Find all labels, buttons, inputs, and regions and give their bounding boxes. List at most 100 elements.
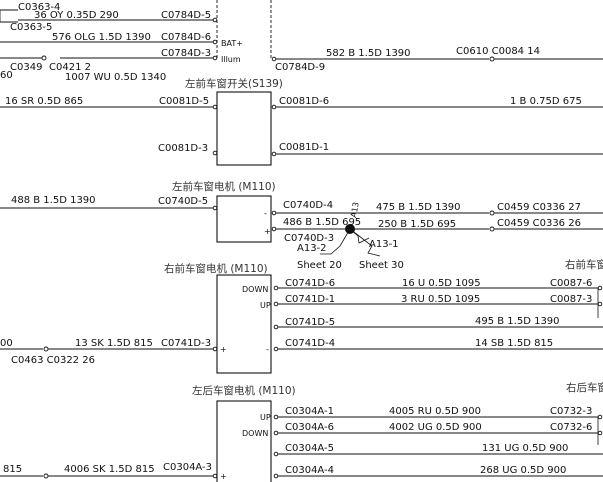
label-wire-14: 14 SB 1.5D 815 [475, 338, 553, 349]
terminal-c0087-3 [597, 301, 603, 307]
label-partial-815: 815 [3, 464, 22, 475]
label-wire-488: 488 B 1.5D 1390 [11, 195, 96, 206]
label-c0363-4: C0363-4 [18, 2, 60, 13]
terminal-c0081d-5 [212, 104, 218, 110]
terminal-c0784d-5 [212, 17, 218, 23]
m110-rl-title: 左后车窗电机 (M110) [192, 384, 296, 397]
connector-c0463-c0322 [43, 346, 49, 352]
label-c0741d-3: C0741D-3 [161, 338, 211, 349]
label-c0741d-1: C0741D-1 [285, 294, 335, 305]
label-c0784d-5: C0784D-5 [161, 10, 211, 21]
label-sheet-30: Sheet 30 [359, 260, 404, 271]
terminal-c0741d-3 [212, 346, 218, 352]
terminal-c0304a-5 [273, 451, 279, 457]
label-sheet-20: Sheet 20 [297, 260, 342, 271]
label-c0463: C0463 C0322 26 [11, 355, 95, 366]
label-wire-1007: 1007 WU 0.5D 1340 [65, 72, 166, 83]
label-c0304a-3: C0304A-3 [163, 462, 212, 473]
label-c0740d-3: C0740D-3 [284, 233, 334, 244]
terminal-c0732-3 [597, 414, 603, 420]
label-c0784d-9: C0784D-9 [275, 62, 325, 73]
m110-fr-minus: - [266, 345, 269, 354]
terminal-c0784d-6 [212, 39, 218, 45]
m110-fl-plus: + [264, 227, 271, 236]
label-c0784d-3: C0784D-3 [161, 48, 211, 59]
label-c0081d-6: C0081D-6 [279, 96, 329, 107]
m110-fr-title: 右前车窗电机 (M110) [164, 262, 268, 275]
m110-fl-minus: - [264, 209, 267, 218]
label-wire-4002: 4002 UG 0.5D 900 [389, 422, 482, 433]
terminal-c0741d-1 [273, 301, 279, 307]
connector-c0459-26 [489, 226, 495, 232]
connector-rear-left [43, 473, 49, 479]
ground-lead-a13-2 [320, 228, 351, 255]
label-c0081d-1: C0081D-1 [279, 142, 329, 153]
m110-rl-body [216, 400, 272, 482]
label-wire-495: 495 B 1.5D 1390 [475, 316, 560, 327]
label-wire-3ru: 3 RU 0.5D 1095 [401, 294, 480, 305]
m110-rl-title-right: 右后车窗 [566, 381, 603, 394]
terminal-c0741d-5 [273, 324, 279, 330]
terminal-c0081d-1 [271, 151, 277, 157]
connector-c0349-c0421 [41, 55, 47, 61]
terminal-c0087-6 [597, 285, 603, 291]
terminal-c0741d-6 [273, 285, 279, 291]
label-c0610: C0610 C0084 14 [456, 46, 540, 57]
label-a13-2: A13-2 [297, 243, 327, 254]
label-c0740d-4: C0740D-4 [283, 200, 333, 211]
label-c0741d-6: C0741D-6 [285, 278, 335, 289]
m110-front-right-motor: 右前车窗电机 (M110) 右前车窗 DOWN UP C0741D-6 16 U… [0, 258, 603, 374]
terminal-c0740d-4 [271, 210, 277, 216]
connector-c0610-c0084 [489, 56, 495, 62]
s139-switch: 左前车窗开关(S139) 16 SR 0.5D 865 C0081D-5 C00… [0, 77, 603, 166]
label-wire-1b: 1 B 0.75D 675 [510, 96, 582, 107]
label-a13-1: A13-1 [369, 239, 399, 250]
m110-rl-plus: + [220, 472, 227, 481]
label-c0421: C0421 2 [49, 62, 91, 73]
label-c0784d-6: C0784D-6 [161, 32, 211, 43]
label-c0087-6: C0087-6 [550, 278, 592, 289]
label-c0304a-1: C0304A-1 [285, 406, 334, 417]
label-wire-4006: 4006 SK 1.5D 815 [64, 464, 155, 475]
label-wire-486: 486 B 1.5D 695 [283, 217, 361, 228]
terminal-c0784d-3 [212, 55, 218, 61]
label-c0741d-5: C0741D-5 [285, 317, 335, 328]
m110-front-left-motor: 左前车窗电机 (M110) 488 B 1.5D 1390 C0740D-5 -… [0, 180, 603, 271]
label-illum: Illum [221, 55, 241, 64]
label-c0087-3: C0087-3 [550, 294, 592, 305]
label-c0363-5: C0363-5 [10, 22, 52, 33]
terminal-c0304a-6 [273, 430, 279, 436]
m110-rl-down: DOWN [242, 429, 268, 438]
m110-fl-body [216, 195, 272, 243]
label-c0732-3: C0732-3 [550, 406, 592, 417]
label-wire-36: 36 OY 0.35D 290 [34, 10, 119, 21]
label-c0732-6: C0732-6 [550, 422, 592, 433]
label-wire-16: 16 SR 0.5D 865 [5, 96, 83, 107]
m110-fr-up: UP [260, 301, 271, 310]
terminal-c0732-6 [597, 430, 603, 436]
s139-title: 左前车窗开关(S139) [185, 77, 283, 90]
label-wire-13: 13 SK 1.5D 815 [75, 338, 153, 349]
connector-c0459-27 [489, 210, 495, 216]
label-c0304a-4: C0304A-4 [285, 465, 334, 476]
label-wire-268: 268 UG 0.5D 900 [480, 465, 566, 476]
m110-fr-plus: + [220, 345, 227, 354]
label-wire-576: 576 OLG 1.5D 1390 [52, 32, 151, 43]
terminal-c0304a-1 [273, 414, 279, 420]
label-wire-582: 582 B 1.5D 1390 [326, 48, 411, 59]
label-c0459-27: C0459 C0336 27 [497, 202, 581, 213]
terminal-c0784d-9 [271, 56, 277, 62]
label-wire-131: 131 UG 0.5D 900 [482, 443, 568, 454]
terminal-c0740d-5 [212, 205, 218, 211]
label-wire-4005: 4005 RU 0.5D 900 [389, 406, 481, 417]
terminal-c0081d-6 [271, 104, 277, 110]
label-partial-00: 00 [0, 338, 13, 349]
label-c0459-26: C0459 C0336 26 [497, 218, 581, 229]
label-a13-3: A13 [349, 201, 361, 218]
terminal-c0304a-3 [212, 473, 218, 479]
label-c0349: C0349 [10, 62, 42, 73]
terminal-c0304a-4 [273, 473, 279, 479]
label-c0304a-5: C0304A-5 [285, 443, 334, 454]
m110-fl-title: 左前车窗电机 (M110) [172, 180, 276, 193]
